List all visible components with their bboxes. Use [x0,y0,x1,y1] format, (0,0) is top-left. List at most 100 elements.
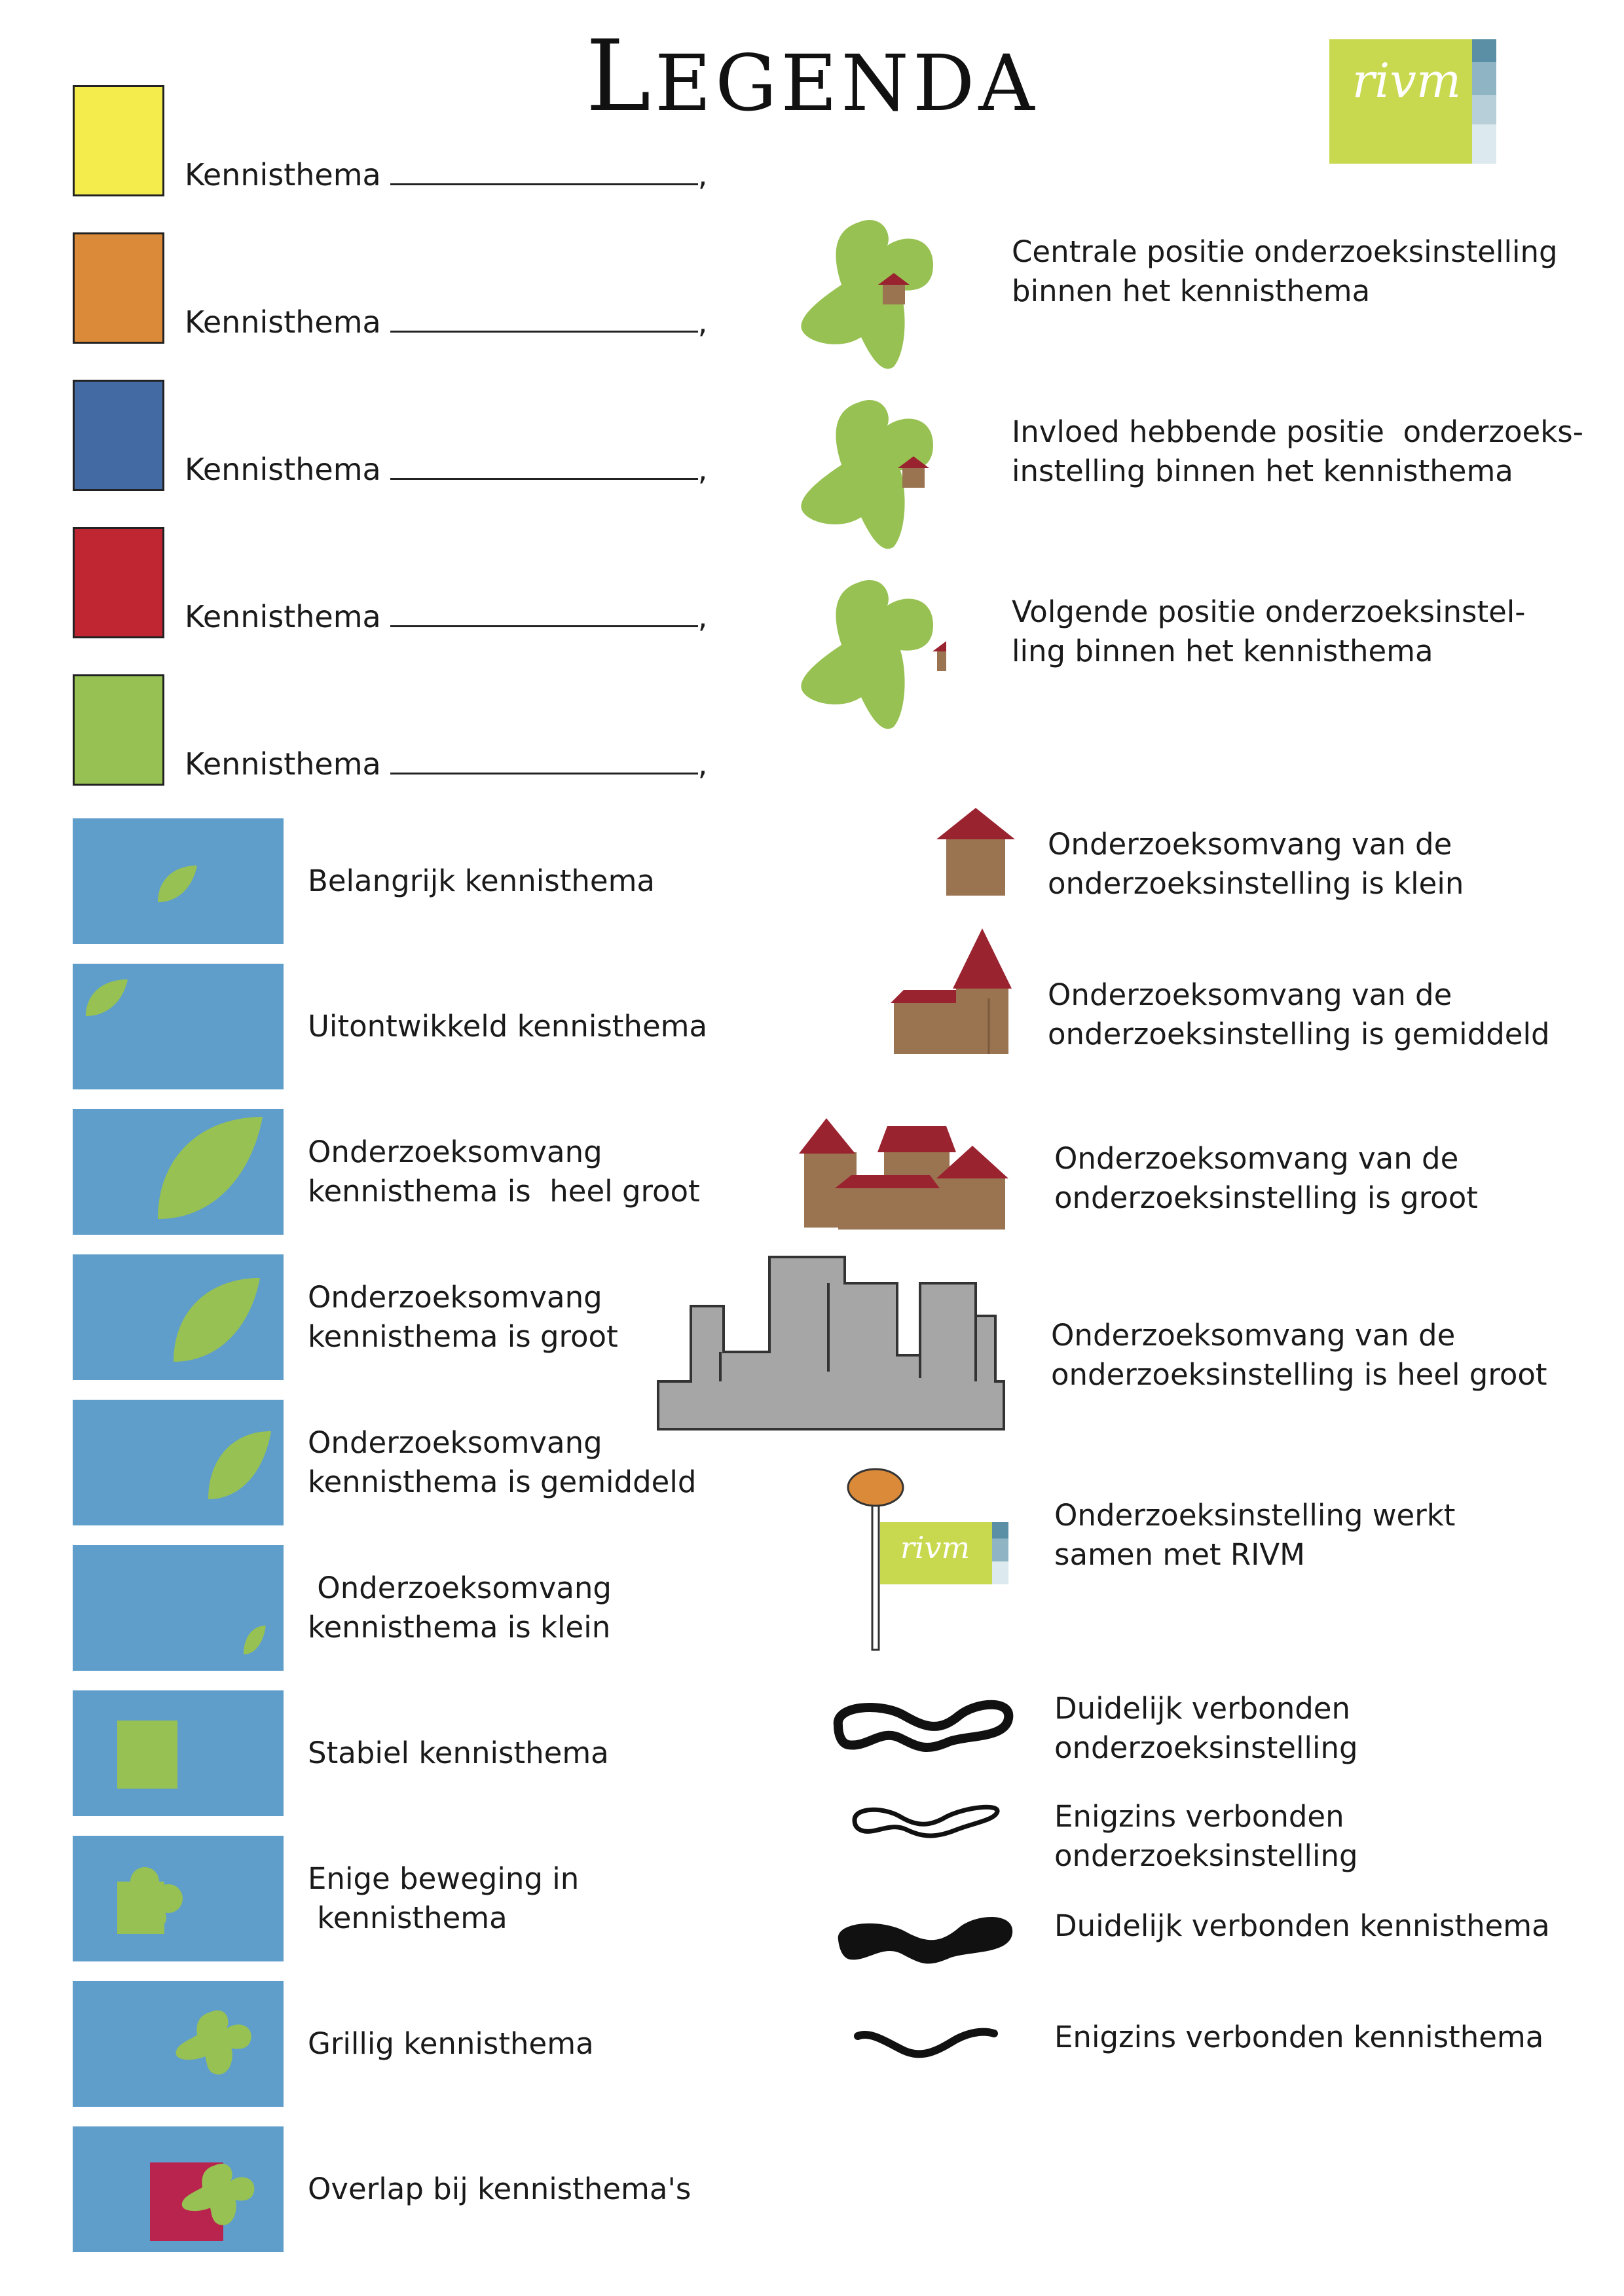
logo-text: rivm [1352,53,1461,108]
village-icon [799,1118,1008,1230]
city-icon [657,1256,1005,1430]
svg-text:rivm: rivm [900,1530,970,1565]
legend-label-line: Overlap bij kennisthema's [308,2172,692,2206]
legend-label-line: Onderzoeksomvang van de [1054,1141,1459,1176]
blank-line [390,600,698,627]
leaf-very-large-icon [158,1117,263,1219]
color-swatch-red [73,527,164,638]
legend-label-line: Grillig kennisthema [308,2026,594,2061]
legend-label: Onderzoeksomvang van de onderzoeksinstell… [1048,975,1550,1054]
leaf-corner-icon [86,979,128,1016]
swatch-label: Kennisthema, [185,746,707,782]
legend-label-line: binnen het kennisthema [1012,274,1371,308]
leaf-tiny-icon [244,1626,266,1654]
leaf-small-icon [158,866,197,902]
legend-label: Duidelijk verbonden kennisthema [1054,1906,1550,1946]
legend-label-line: instelling binnen het kennisthema [1012,454,1513,488]
legend-label-line: onderzoeksinstelling is heel groot [1051,1357,1547,1392]
blank-line [390,306,698,333]
swatch-label-suffix: , [697,746,708,782]
legend-label: Onderzoeksomvang van de onderzoeksinstell… [1054,1139,1478,1218]
legend-label-line: onderzoeksinstelling [1054,1838,1358,1873]
legend-label-line: onderzoeksinstelling is klein [1048,866,1464,901]
leaf-medium-icon [208,1431,271,1499]
legend-label-line: ling binnen het kennisthema [1012,634,1433,668]
swatch-label: Kennisthema, [185,157,707,192]
legend-label-line: Onderzoeksomvang [308,1571,612,1605]
theme-icon-overlap [73,2126,284,2252]
legend-label-line: Duidelijk verbonden [1054,1691,1350,1726]
legend-label: Volgende positie onderzoeksinstel-ling b… [1012,592,1526,671]
square-blob-icon [117,1867,183,1934]
theme-icon-square [73,1690,284,1816]
filled-thin-stroke [854,2028,998,2058]
color-swatch-blue [73,380,164,491]
legend-label: Enigzins verbonden kennisthema [1054,2018,1543,2057]
legend-label-line: Enigzins verbonden [1054,1799,1344,1834]
legend-label: Belangrijk kennisthema [308,862,655,901]
legend-label-line: kennisthema is gemiddeld [308,1465,697,1499]
theme-icon-leaf-small [73,818,284,944]
theme-icon-leaf-corner [73,964,284,1089]
swatch-label-suffix: , [697,304,708,340]
house-icon [936,808,1015,896]
theme-icon-leaf-very-large [73,1109,284,1235]
legend-label: Onderzoeksomvang van de onderzoeksinstell… [1051,1316,1547,1394]
legend-label-line: onderzoeksinstelling is groot [1054,1180,1478,1215]
blob-with-house-icon [801,399,933,549]
outline-thin-stroke [852,1804,1000,1838]
legend-label-line: kennisthema is klein [308,1610,611,1645]
church-icon [891,928,1012,1054]
legend-label: Uitontwikkeld kennisthema [308,1007,707,1046]
legend-label: Onderzoeksomvang kennisthema is klein [308,1569,612,1647]
legend-label-line: Enige beweging in [308,1861,580,1896]
legend-label-line: Onderzoeksomvang van de [1048,977,1452,1012]
blank-line [390,748,698,774]
legend-label-line: samen met RIVM [1054,1537,1305,1572]
page-title: LEGENDA [585,20,1039,134]
legend-label: Onderzoeksinstelling werkt samen met RIVM [1054,1496,1455,1575]
color-swatch-yellow [73,85,164,196]
legend-label-line: kennisthema is heel groot [308,1174,700,1209]
theme-icon-leaf-tiny [73,1545,284,1671]
legend-label-line: onderzoeksinstelling is gemiddeld [1048,1017,1550,1051]
legend-label-line: Onderzoeksomvang [308,1425,602,1460]
swatch-label-text: Kennisthema [185,452,381,487]
legend-label-line: Onderzoeksomvang van de [1051,1318,1456,1353]
swatch-label: Kennisthema, [185,599,707,634]
filled-thick-stroke [838,1917,1013,1964]
theme-icon-star-blob [73,1981,284,2107]
legend-label-line: kennisthema is groot [308,1319,618,1354]
legend-label-line: Volgende positie onderzoeksinstel- [1012,594,1526,629]
legend-label-line: Belangrijk kennisthema [308,864,655,898]
blob-with-house-icon [801,219,933,369]
legend-label-line: Invloed hebbende positie onderzoeks- [1012,414,1583,449]
theme-icon-leaf-large [73,1254,284,1380]
rivm-logo: rivm [1329,39,1496,164]
swatch-label-suffix: , [697,157,708,192]
legend-label-line: Enigzins verbonden kennisthema [1054,2020,1544,2054]
swatch-label: Kennisthema, [185,452,707,487]
blank-line [390,453,698,480]
outline-thick-stroke [833,1700,1014,1753]
leaf-large-icon [174,1278,260,1362]
blob-with-house-icon [801,579,946,729]
legend-label: Enige beweging in kennisthema [308,1859,579,1938]
star-blob-icon [175,2010,251,2075]
legend-label: Grillig kennisthema [308,2024,594,2064]
swatch-label-suffix: , [697,599,708,634]
legend-label-line: Duidelijk verbonden kennisthema [1054,1908,1550,1943]
legend-label: Stabiel kennisthema [308,1734,609,1773]
legend-label-line: Stabiel kennisthema [308,1736,609,1770]
legend-label: Overlap bij kennisthema's [308,2170,691,2209]
legend-label: Onderzoeksomvang kennisthema is gemiddeld [308,1423,696,1502]
legend-label-line: Onderzoeksinstelling werkt [1054,1498,1456,1533]
swatch-label-text: Kennisthema [185,599,381,634]
swatch-label-text: Kennisthema [185,304,381,340]
rivm-flag-icon: rivm [847,1468,1008,1651]
swatch-label: Kennisthema, [185,304,707,340]
